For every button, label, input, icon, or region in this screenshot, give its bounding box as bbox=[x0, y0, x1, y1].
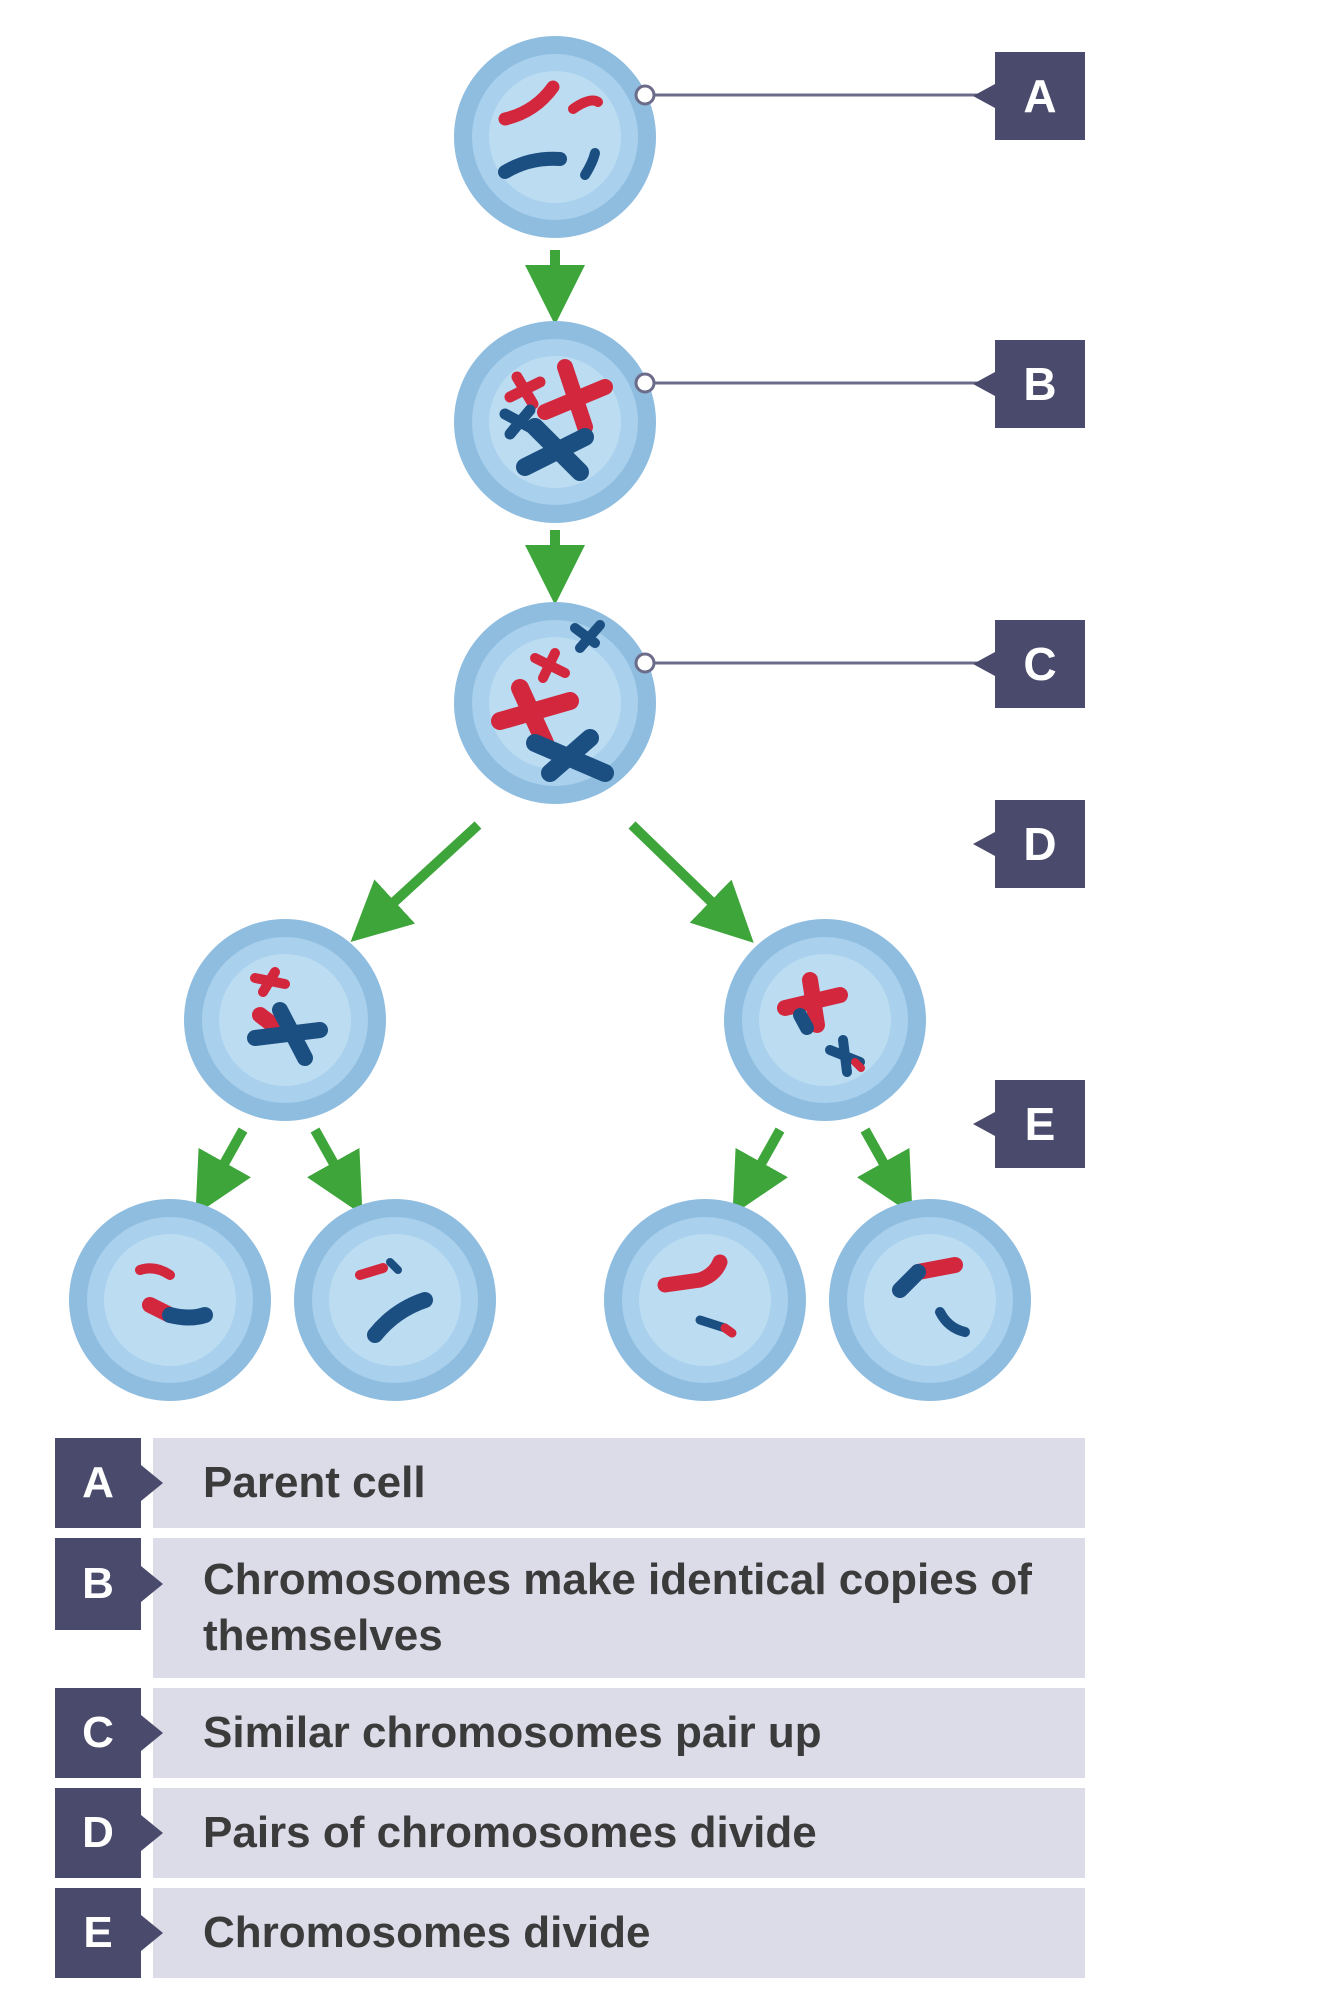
pointer-dot-b bbox=[634, 372, 656, 394]
legend-letter-b: B bbox=[55, 1538, 141, 1630]
pointer-dot-a bbox=[634, 84, 656, 106]
legend: A Parent cell B Chromosomes make identic… bbox=[55, 1438, 1085, 1988]
legend-text-b: Chromosomes make identical copies of the… bbox=[153, 1538, 1085, 1678]
cell-copying bbox=[454, 321, 656, 523]
svg-text:A: A bbox=[1023, 70, 1056, 122]
legend-row-e: E Chromosomes divide bbox=[55, 1888, 1085, 1978]
svg-text:E: E bbox=[1025, 1098, 1056, 1150]
cell-daughter-right bbox=[724, 919, 926, 1121]
svg-text:C: C bbox=[1023, 638, 1056, 690]
cell-gamete-4 bbox=[829, 1199, 1031, 1401]
legend-text-a: Parent cell bbox=[153, 1438, 1085, 1528]
arrow-c-left bbox=[350, 821, 482, 943]
legend-text-c: Similar chromosomes pair up bbox=[153, 1688, 1085, 1778]
pointer-dot-c bbox=[634, 652, 656, 674]
arrow-rr bbox=[857, 1127, 913, 1215]
cell-gamete-2 bbox=[294, 1199, 496, 1401]
cell-pairing bbox=[454, 602, 656, 804]
cell-gamete-1 bbox=[69, 1199, 271, 1401]
tag-c: C bbox=[973, 620, 1085, 708]
cell-parent bbox=[454, 36, 656, 238]
arrow-ll bbox=[195, 1127, 251, 1215]
legend-letter-d: D bbox=[55, 1788, 141, 1878]
svg-text:D: D bbox=[1023, 818, 1056, 870]
legend-row-a: A Parent cell bbox=[55, 1438, 1085, 1528]
cell-daughter-left bbox=[184, 919, 386, 1121]
pointer-lines bbox=[645, 93, 985, 665]
tag-b: B bbox=[973, 340, 1085, 428]
legend-row-c: C Similar chromosomes pair up bbox=[55, 1688, 1085, 1778]
meiosis-diagram: A B C D E bbox=[69, 36, 1085, 1401]
legend-text-d: Pairs of chromosomes divide bbox=[153, 1788, 1085, 1878]
legend-letter-c: C bbox=[55, 1688, 141, 1778]
arrow-lr bbox=[307, 1127, 363, 1215]
arrow-c-right bbox=[628, 821, 754, 943]
tag-a: A bbox=[973, 52, 1085, 140]
svg-text:B: B bbox=[1023, 358, 1056, 410]
arrow-rl bbox=[732, 1127, 788, 1215]
legend-row-b: B Chromosomes make identical copies of t… bbox=[55, 1538, 1085, 1678]
tag-e: E bbox=[973, 1080, 1085, 1168]
legend-letter-e: E bbox=[55, 1888, 141, 1978]
cell-gamete-3 bbox=[604, 1199, 806, 1401]
legend-row-d: D Pairs of chromosomes divide bbox=[55, 1788, 1085, 1878]
legend-text-e: Chromosomes divide bbox=[153, 1888, 1085, 1978]
legend-letter-a: A bbox=[55, 1438, 141, 1528]
tag-d: D bbox=[973, 800, 1085, 888]
